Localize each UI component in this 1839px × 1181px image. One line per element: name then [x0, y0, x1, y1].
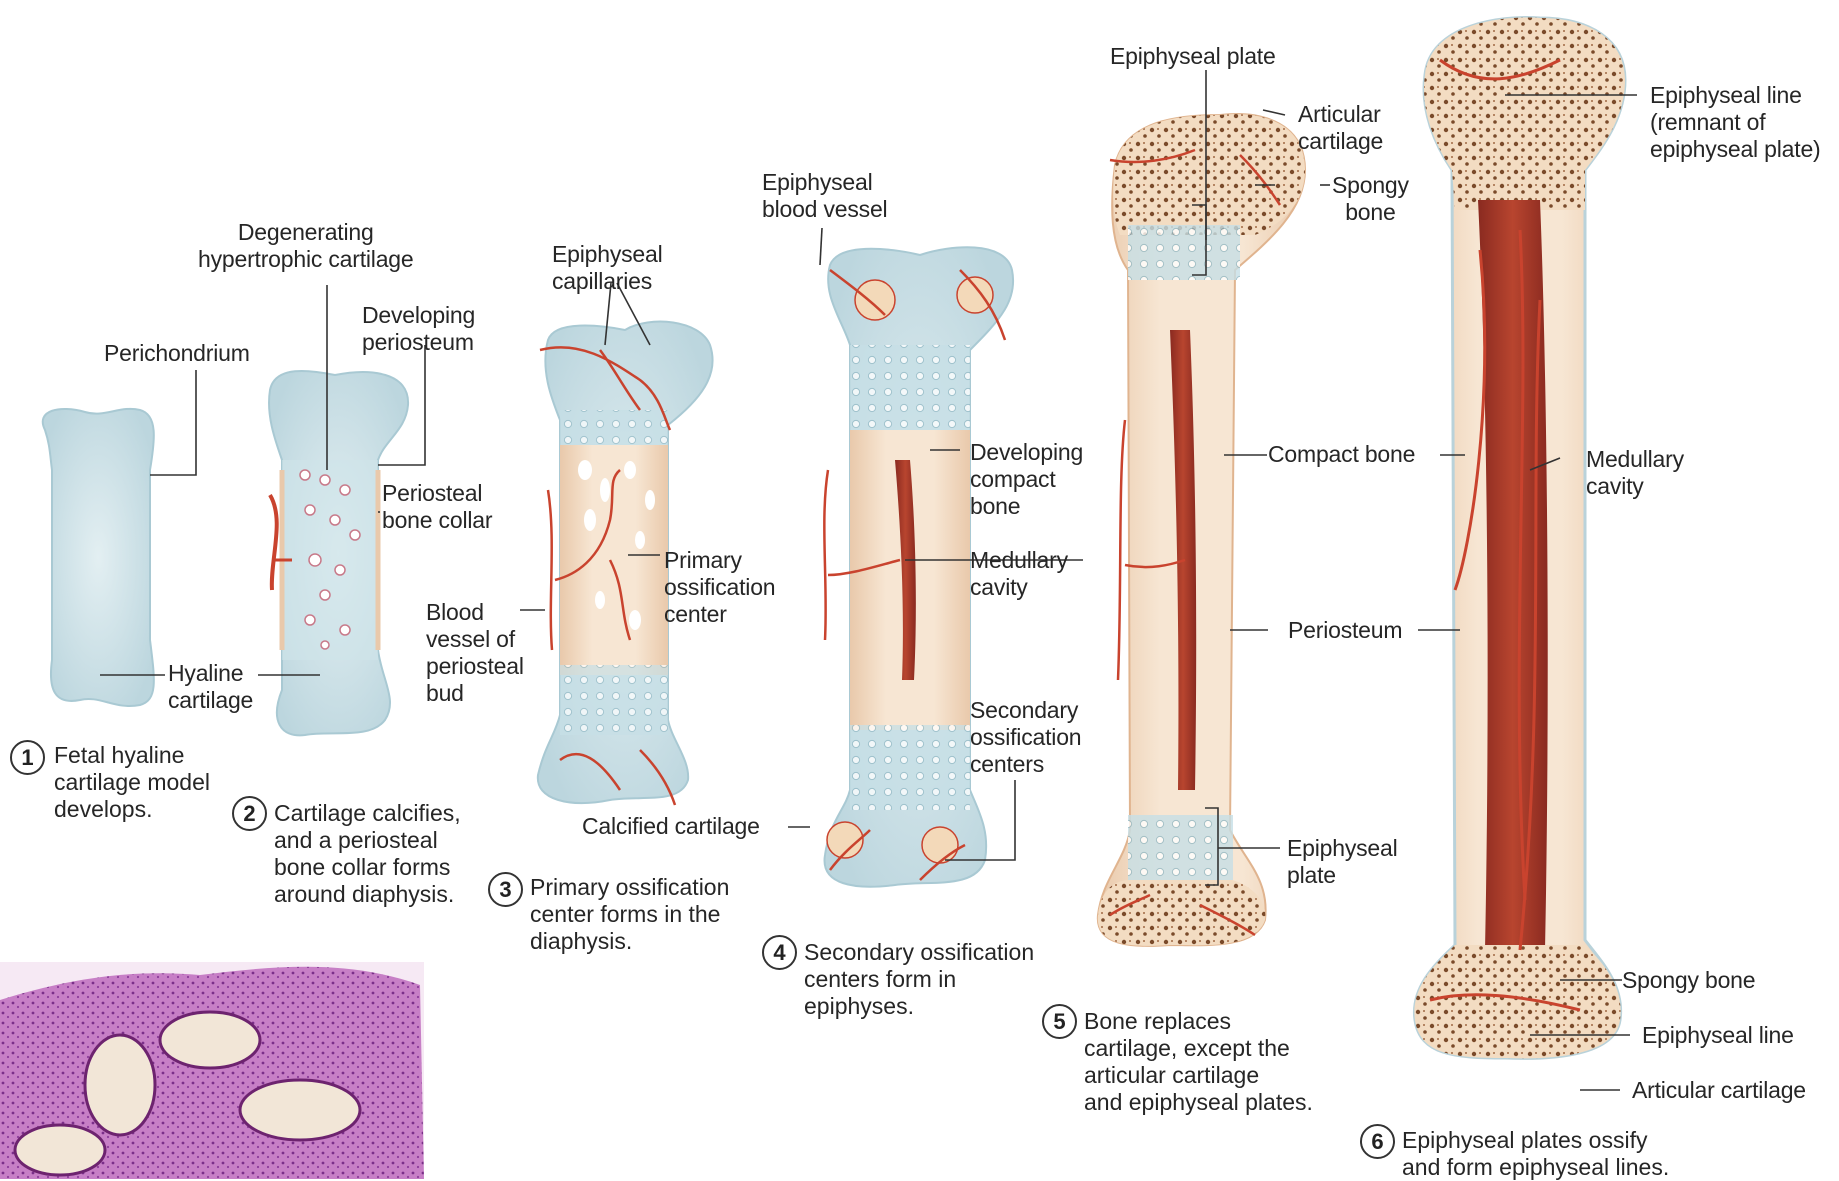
label-articular-cartilage-5: Articular cartilage	[1298, 101, 1383, 155]
step-6-number: 6	[1360, 1124, 1395, 1159]
label-epiphyseal-line-6: Epiphyseal line	[1642, 1022, 1794, 1049]
step-6-text: Epiphyseal plates ossify and form epiphy…	[1402, 1127, 1669, 1181]
label-calcified-cartilage: Calcified cartilage	[582, 813, 760, 840]
label-spongy-bone-6: Spongy bone	[1622, 967, 1755, 994]
label-developing-periosteum: Developing periosteum	[362, 302, 475, 356]
bone-stage-1	[43, 409, 154, 706]
label-developing-compact: Developing compact bone	[970, 439, 1083, 520]
step-2-text: Cartilage calcifies, and a periosteal bo…	[274, 800, 461, 908]
step-5-text: Bone replaces cartilage, except the arti…	[1084, 1008, 1313, 1116]
label-blood-vessel-bud: Blood vessel of periosteal bud	[426, 599, 524, 707]
step-1-number: 1	[10, 740, 45, 775]
label-epiphyseal-plate-top: Epiphyseal plate	[1110, 43, 1276, 70]
bone-stage-2	[269, 371, 408, 735]
step-4-number: 4	[762, 935, 797, 970]
label-primary-center: Primary ossification center	[664, 547, 775, 628]
label-hyaline-cartilage: Hyaline cartilage	[168, 660, 253, 714]
label-epiphyseal-capillaries: Epiphyseal capillaries	[552, 241, 663, 295]
label-articular-cartilage-6: Articular cartilage	[1632, 1077, 1806, 1104]
step-3-number: 3	[488, 872, 523, 907]
label-epiphyseal-line-top: Epiphyseal line (remnant of epiphyseal p…	[1650, 82, 1821, 163]
histology-inset	[0, 962, 424, 1179]
label-secondary-centers: Secondary ossification centers	[970, 697, 1081, 778]
label-epiphyseal-plate-5: Epiphyseal plate	[1287, 835, 1398, 889]
label-spongy-bone-5: Spongy bone	[1332, 172, 1409, 226]
label-medullary-cavity-6: Medullary cavity	[1586, 446, 1684, 500]
step-1-text: Fetal hyaline cartilage model develops.	[54, 742, 210, 823]
label-compact-bone: Compact bone	[1268, 441, 1415, 468]
label-perichondrium: Perichondrium	[104, 340, 250, 367]
label-epiphyseal-blood-vessel: Epiphyseal blood vessel	[762, 169, 887, 223]
label-degenerating-cartilage: Degenerating hypertrophic cartilage	[198, 219, 414, 273]
step-5-number: 5	[1042, 1004, 1077, 1039]
bone-stage-5	[1098, 114, 1305, 946]
label-medullary-cavity-4: Medullary cavity	[970, 547, 1068, 601]
label-periosteal-collar: Periosteal bone collar	[382, 480, 492, 534]
step-3-text: Primary ossification center forms in the…	[530, 874, 729, 955]
label-periosteum: Periosteum	[1288, 617, 1402, 644]
step-2-number: 2	[232, 796, 267, 831]
bone-stage-6	[1414, 18, 1625, 1059]
step-4-text: Secondary ossification centers form in e…	[804, 939, 1034, 1020]
